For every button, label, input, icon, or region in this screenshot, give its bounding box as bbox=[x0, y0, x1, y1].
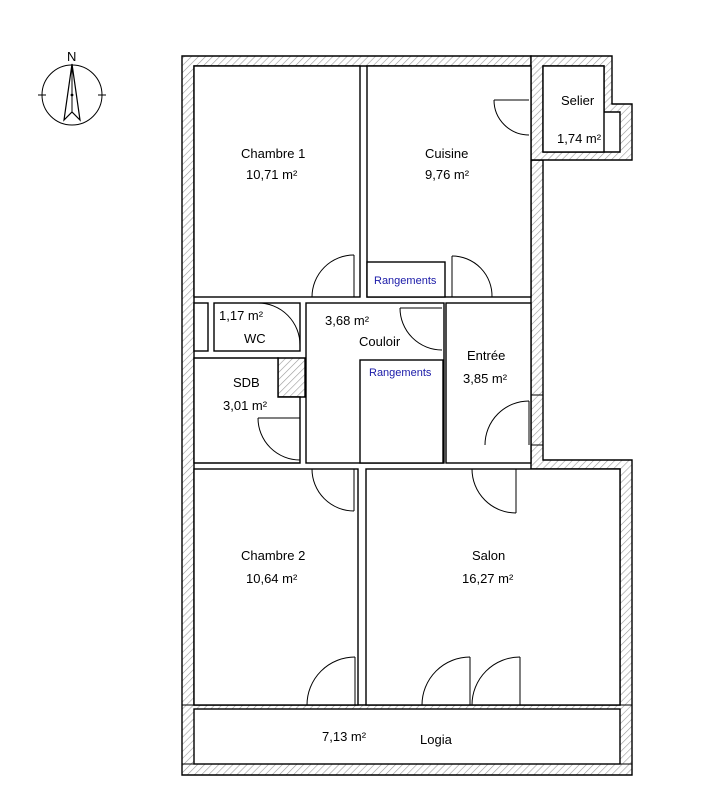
chambre1-area: 10,71 m² bbox=[246, 167, 298, 182]
door-wc bbox=[257, 302, 301, 346]
chambre1-name: Chambre 1 bbox=[241, 146, 305, 161]
door-chambre2-bottom bbox=[306, 656, 356, 706]
room-entree bbox=[445, 302, 532, 464]
door-cuisine bbox=[451, 255, 493, 298]
selier-name: Selier bbox=[561, 93, 595, 108]
logia-area: 7,13 m² bbox=[322, 729, 367, 744]
chambre2-area: 10,64 m² bbox=[246, 571, 298, 586]
room-wc bbox=[213, 302, 301, 352]
logia-name: Logia bbox=[420, 732, 453, 747]
room-logia bbox=[193, 708, 621, 765]
room-sdb bbox=[193, 357, 301, 464]
wc-area: 1,17 m² bbox=[219, 308, 264, 323]
compass-icon bbox=[38, 63, 106, 126]
door-cuisine-selier bbox=[493, 99, 530, 136]
wc-name: WC bbox=[244, 331, 266, 346]
room-selier bbox=[542, 65, 605, 153]
rangements-top-label: Rangements bbox=[374, 275, 437, 287]
room-rangements-top bbox=[366, 261, 446, 298]
couloir-area: 3,68 m² bbox=[325, 313, 370, 328]
door-chambre2-top bbox=[311, 468, 355, 512]
rangements-mid-label: Rangements bbox=[369, 367, 432, 379]
entree-name: Entrée bbox=[467, 348, 505, 363]
door-salon-logia-double bbox=[421, 656, 521, 706]
sdb-wall-hatch bbox=[277, 357, 306, 398]
salon-name: Salon bbox=[472, 548, 505, 563]
cuisine-area: 9,76 m² bbox=[425, 167, 470, 182]
room-rangements-mid bbox=[359, 359, 444, 464]
selier-area: 1,74 m² bbox=[557, 131, 602, 146]
chambre2-name: Chambre 2 bbox=[241, 548, 305, 563]
door-entree bbox=[484, 400, 530, 446]
room-chambre1 bbox=[193, 65, 361, 298]
door-salon-top bbox=[471, 468, 517, 514]
entree-area: 3,85 m² bbox=[463, 371, 508, 386]
salon-area: 16,27 m² bbox=[462, 571, 514, 586]
sdb-area: 3,01 m² bbox=[223, 398, 268, 413]
room-cuisine bbox=[366, 65, 532, 298]
cuisine-name: Cuisine bbox=[425, 146, 468, 161]
room-salon bbox=[365, 468, 621, 706]
room-closet-left bbox=[193, 302, 209, 352]
door-chambre1 bbox=[311, 254, 355, 298]
sdb-name: SDB bbox=[233, 375, 260, 390]
couloir-name: Couloir bbox=[359, 334, 401, 349]
windows bbox=[182, 394, 632, 765]
door-rangements-couloir bbox=[399, 307, 443, 351]
door-sdb bbox=[257, 417, 301, 461]
room-chambre2 bbox=[193, 468, 359, 706]
compass-north-label: N bbox=[67, 49, 76, 64]
